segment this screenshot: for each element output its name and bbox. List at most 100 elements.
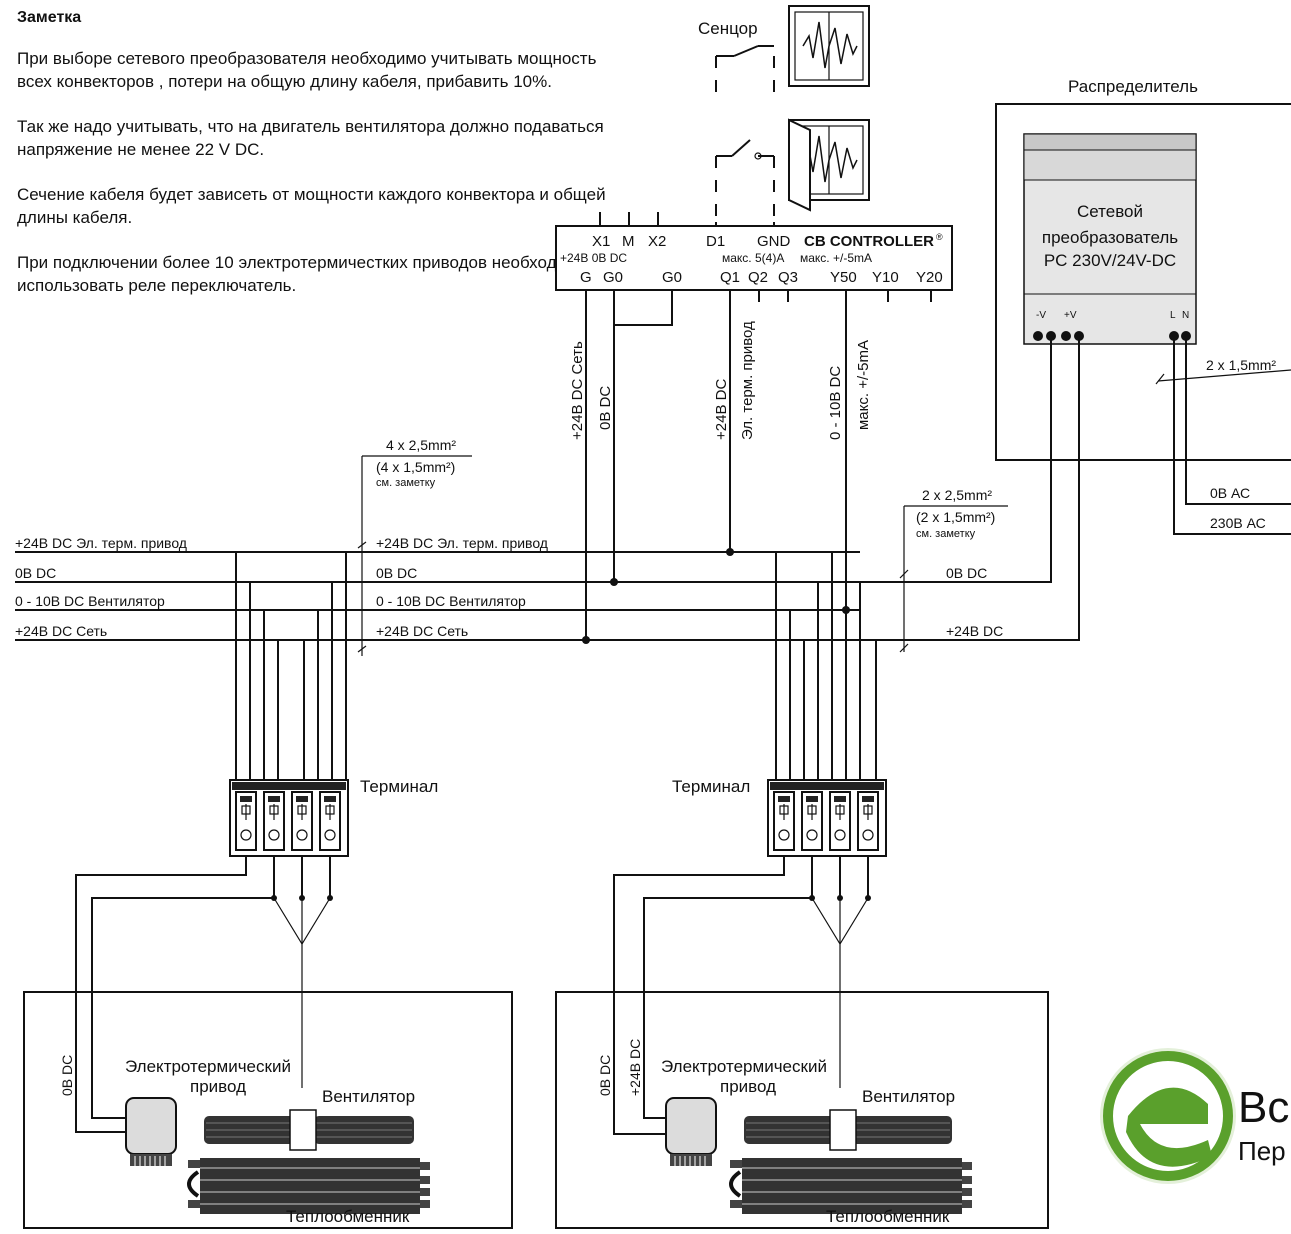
unit1-terminal: [230, 780, 348, 856]
ctrl-m: M: [622, 233, 635, 250]
unit1-housing: [23, 991, 513, 1229]
ctrl-y20: Y20: [916, 269, 943, 286]
unit1-fan-label: Вентилятор: [322, 1087, 415, 1106]
ctrl-d1: D1: [706, 233, 725, 250]
unit2-wire-label-2: +24В DC: [627, 1039, 643, 1096]
psu-term-l: L: [1170, 310, 1176, 321]
ctrl-y50: Y50: [830, 269, 857, 286]
unit1-drops: [235, 552, 347, 780]
unit1-fan: [203, 1109, 415, 1151]
psu-term-plus: +V: [1064, 310, 1077, 321]
cable-in-label: 2 x 1,5mm²: [1206, 357, 1276, 373]
logo-text-main: Вс: [1238, 1083, 1289, 1132]
vlabel-actuator: Эл. терм. привод: [739, 321, 756, 440]
bus-left-actuator: +24В DC Эл. терм. привод: [15, 535, 187, 551]
unit1-actuator-line2: привод: [190, 1077, 246, 1096]
vlabel-max-ma: макс. +/-5mA: [855, 340, 872, 430]
ctrl-relay-max: макс. 5(4)А: [722, 251, 784, 265]
bus-right-0v: 0В DC: [946, 565, 987, 581]
logo-text-sub: Пер: [1238, 1136, 1286, 1166]
unit2-terminal: [768, 780, 886, 856]
ctrl-g: G: [580, 269, 592, 286]
psu-wires: [860, 336, 1291, 641]
unit2-outputs: [613, 856, 871, 1135]
note-paragraph-4: При подключении более 10 электротермичес…: [17, 253, 588, 295]
bus-right-24v: +24В DC: [946, 623, 1003, 639]
vlabel-24v-net: +24В DC Сеть: [569, 341, 586, 440]
bus-mid-fan: 0 - 10В DC Вентилятор: [376, 593, 526, 609]
note-paragraph-1: При выборе сетевого преобразователя необ…: [17, 49, 597, 91]
unit2-fan-label: Вентилятор: [862, 1087, 955, 1106]
ctrl-q3: Q3: [778, 269, 798, 286]
unit2-housing: [555, 991, 1049, 1229]
cable-right-ref: см. заметку: [916, 528, 976, 540]
company-logo: Вс Пер: [1100, 1048, 1289, 1184]
psu-term-n: N: [1182, 310, 1189, 321]
bus-mid-0v: 0В DC: [376, 565, 417, 581]
bus-lines: [15, 551, 1010, 641]
note-paragraph-3: Сечение кабеля будет зависеть от мощност…: [17, 185, 606, 227]
psu-term-minus: -V: [1036, 310, 1046, 321]
unit1-wire-label: 0В DC: [59, 1055, 75, 1096]
cable-left-main: 4 x 2,5mm²: [386, 437, 456, 453]
ctrl-supply-label: +24В 0В DC: [560, 251, 627, 265]
ctrl-y10: Y10: [872, 269, 899, 286]
cable-callout-left: [357, 455, 472, 656]
ctrl-x1: X1: [592, 233, 610, 250]
vlabel-24v: +24В DC: [713, 379, 730, 440]
unit2-wire-label-1: 0В DC: [597, 1055, 613, 1096]
cable-callout-right: [899, 505, 1008, 653]
ctrl-g0-2: G0: [662, 269, 682, 286]
unit2-actuator-line2: привод: [720, 1077, 776, 1096]
psu-line-3: PC 230V/24V-DC: [1044, 251, 1176, 270]
vlabel-0-10v: 0 - 10В DC: [827, 366, 844, 440]
bus-mid-24v: +24В DC Сеть: [376, 623, 468, 639]
unit2-actuator: [665, 1097, 717, 1167]
ctrl-q2: Q2: [748, 269, 768, 286]
bus-left-24v: +24В DC Сеть: [15, 623, 107, 639]
ctrl-gnd: GND: [757, 233, 791, 250]
unit2-drops: [775, 552, 877, 780]
unit1-actuator: [125, 1097, 177, 1167]
window-open-icon: [788, 118, 870, 212]
cable-left-alt: (4 x 1,5mm²): [376, 459, 455, 475]
note-title: Заметка: [17, 9, 82, 26]
unit2-fan: [743, 1109, 953, 1151]
bus-left-fan: 0 - 10В DC Вентилятор: [15, 593, 165, 609]
ctrl-analog-max: макс. +/-5mA: [800, 251, 872, 265]
bus-junctions: [582, 548, 850, 644]
psu-line-1: Сетевой: [1077, 202, 1143, 221]
cable-left-ref: см. заметку: [376, 477, 436, 489]
unit2-heat-exchanger: [728, 1156, 974, 1216]
window-closed-icon: [788, 5, 870, 87]
unit1-outputs: [75, 856, 333, 1133]
unit1-terminal-label: Терминал: [360, 777, 438, 796]
ctrl-name: CB CONTROLLER: [804, 233, 934, 250]
controller: X1 M X2 D1 GND CB CONTROLLER ® +24В 0В D…: [555, 212, 953, 302]
unit2-terminal-label: Терминал: [672, 777, 750, 796]
bus-mid-actuator: +24В DC Эл. терм. привод: [376, 535, 548, 551]
psu-line-2: преобразователь: [1042, 228, 1178, 247]
unit1-heat-exchanger: [186, 1156, 432, 1216]
ctrl-q1: Q1: [720, 269, 740, 286]
cable-right-alt: (2 x 1,5mm²): [916, 509, 995, 525]
sensor-label: Сенцор: [698, 19, 758, 38]
ctrl-reg-mark: ®: [936, 232, 943, 242]
note-block: Заметка При выборе сетевого преобразоват…: [17, 6, 617, 319]
unit2-actuator-line1: Электротермический: [661, 1057, 827, 1076]
ctrl-x2: X2: [648, 233, 666, 250]
sensor-switch-closed: [715, 45, 775, 100]
ctrl-g0-1: G0: [603, 269, 623, 286]
unit2-hx-label: Теплообменник: [826, 1207, 950, 1226]
sensor-switch-open: [715, 139, 775, 222]
distributor-label: Распределитель: [1068, 77, 1198, 96]
bus-left-0v: 0В DC: [15, 565, 56, 581]
controller-wires: [585, 302, 847, 640]
note-paragraph-2: Так же надо учитывать, что на двигатель …: [17, 117, 604, 159]
unit1-actuator-line1: Электротермический: [125, 1057, 291, 1076]
cable-right-main: 2 x 2,5mm²: [922, 487, 992, 503]
ac-230-label: 230В АС: [1210, 515, 1266, 531]
vlabel-0v: 0В DC: [597, 386, 614, 430]
unit1-hx-label: Теплообменник: [286, 1207, 410, 1226]
